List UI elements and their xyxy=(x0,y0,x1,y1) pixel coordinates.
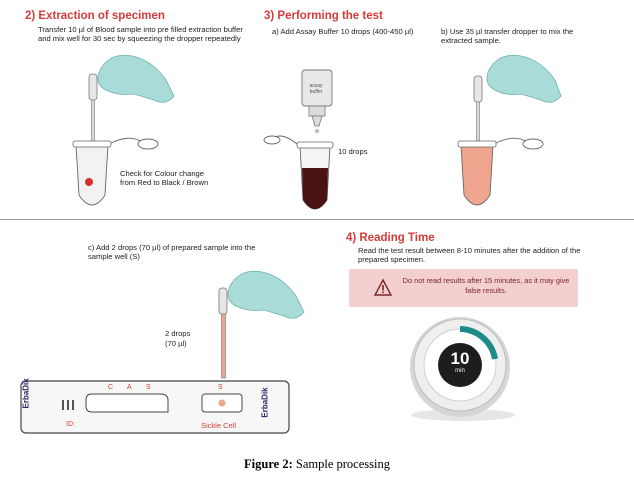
buffer-drop-icon xyxy=(315,129,319,133)
dropper-stem xyxy=(221,313,226,379)
sample-letter: S xyxy=(218,384,223,391)
extraction-illustration xyxy=(72,54,175,206)
section2-callout: Check for Colour change from Red to Blac… xyxy=(120,169,209,187)
pink-tube-cap-strap xyxy=(495,137,528,144)
section2-heading: 2) Extraction of specimen xyxy=(25,10,165,22)
device-product-name: Sickle Cell xyxy=(201,421,237,430)
figure-caption-label: Figure 2: xyxy=(244,457,293,471)
warning-icon xyxy=(373,278,393,296)
pink-tube-body xyxy=(460,144,494,206)
dark-tube-rim xyxy=(296,141,334,149)
tube-rim xyxy=(72,140,112,148)
glove-hand-icon xyxy=(97,54,175,103)
window-letter-c: C xyxy=(108,384,114,391)
dropper-bulb xyxy=(88,73,98,101)
section2-instruction: Transfer 10 µl of Blood sample into pre … xyxy=(38,25,243,43)
section4-instruction: Read the test result between 8-10 minute… xyxy=(358,246,581,264)
tube-body xyxy=(75,144,109,206)
pink-tube-rim xyxy=(457,140,497,148)
window-letter-s: S xyxy=(146,384,151,391)
buffer-bottle-neck xyxy=(308,105,326,117)
section-divider xyxy=(0,219,634,220)
drops-label-line1: 2 drops xyxy=(165,329,191,338)
section3-step-b: b) Use 35 µl transfer dropper to mix the… xyxy=(441,27,574,45)
glove-hand-icon xyxy=(486,54,562,103)
dropper-bulb xyxy=(218,287,228,315)
figure-caption-text: Sample processing xyxy=(295,457,390,471)
timer-unit: min xyxy=(455,368,465,374)
assay-buffer-illustration xyxy=(263,69,334,210)
device-id-label: ID: xyxy=(66,421,75,428)
blood-drop-icon xyxy=(85,178,93,186)
timer-value: 10 xyxy=(450,349,470,368)
tube-cap xyxy=(137,138,159,150)
tube-cap-strap xyxy=(110,137,143,144)
drops-label-line2: (70 µl) xyxy=(165,339,187,348)
section-c-instruction: c) Add 2 drops (70 µl) of prepared sampl… xyxy=(88,243,256,261)
buffer-bottle-tip xyxy=(311,115,323,127)
warning-text: Do not read results after 15 minutes, as… xyxy=(402,276,570,295)
grip-lines-icon xyxy=(62,400,64,410)
section3-drops-label: 10 drops xyxy=(338,147,368,156)
device-brand-right: ErbaDik xyxy=(260,387,270,418)
section4-heading: 4) Reading Time xyxy=(346,232,435,244)
window-letter-a: A xyxy=(127,384,132,391)
section3-step-a: a) Add Assay Buffer 10 drops (400-450 µl… xyxy=(272,27,414,36)
sample-dropper-illustration xyxy=(218,270,305,388)
result-window xyxy=(85,393,169,413)
transfer-dropper-illustration xyxy=(457,54,562,206)
timer-icon xyxy=(410,317,515,421)
blood-liquid xyxy=(302,168,328,209)
buffer-bottle-label: assay buffer xyxy=(309,83,323,95)
timer-progress-arc xyxy=(459,326,498,360)
figure-caption: Figure 2: Sample processing xyxy=(0,457,634,472)
section3-heading: 3) Performing the test xyxy=(264,10,383,22)
dropper-bulb xyxy=(473,75,483,103)
pink-tube-cap xyxy=(522,138,544,150)
glove-hand-icon xyxy=(227,270,305,319)
dark-tube-cap xyxy=(263,135,281,145)
test-cassette xyxy=(20,380,290,434)
device-brand-left: ErbaDik xyxy=(21,378,31,409)
